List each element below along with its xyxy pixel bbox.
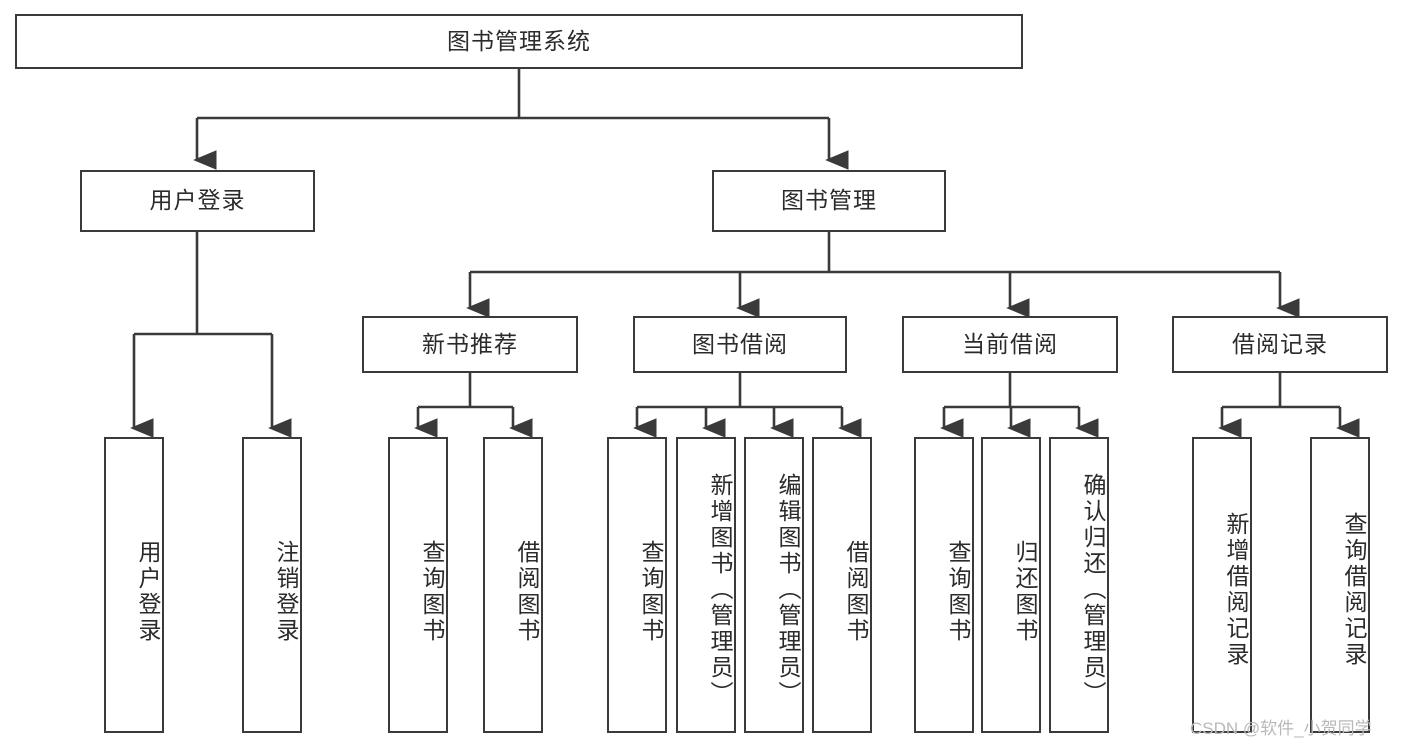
leaf-edit-book-label: 编辑图书（管理员） <box>775 473 801 707</box>
leaf-user-login-label: 用户登录 <box>135 540 161 644</box>
node-root-label: 图书管理系统 <box>447 27 591 54</box>
leaf-borrow-book-2-label: 借阅图书 <box>843 540 869 644</box>
leaf-logout-login-label: 注销登录 <box>273 540 299 644</box>
leaf-query-record-label: 查询借阅记录 <box>1341 512 1367 668</box>
node-book-manage-label: 图书管理 <box>781 187 877 214</box>
node-root[interactable]: 图书管理系统 <box>15 14 1023 69</box>
node-borrow-record-label: 借阅记录 <box>1232 330 1328 357</box>
leaf-query-record[interactable]: 查询借阅记录 <box>1310 437 1370 733</box>
leaf-query-book-1[interactable]: 查询图书 <box>388 437 448 733</box>
leaf-user-login[interactable]: 用户登录 <box>104 437 164 733</box>
leaf-add-book-label: 新增图书（管理员） <box>707 473 733 707</box>
node-book-borrow-label: 图书借阅 <box>692 330 788 357</box>
node-user-login-label: 用户登录 <box>149 187 246 214</box>
leaf-confirm-return-label: 确认归还（管理员） <box>1080 473 1106 707</box>
node-book-borrow[interactable]: 图书借阅 <box>633 316 847 373</box>
leaf-add-book[interactable]: 新增图书（管理员） <box>676 437 736 733</box>
watermark-text: CSDN @软件_小贺同学 <box>1190 719 1372 738</box>
node-new-book-recommend-label: 新书推荐 <box>422 330 518 357</box>
leaf-query-book-2[interactable]: 查询图书 <box>607 437 667 733</box>
leaf-borrow-book-1-label: 借阅图书 <box>514 540 540 644</box>
node-current-borrow[interactable]: 当前借阅 <box>902 316 1118 373</box>
leaf-borrow-book-2[interactable]: 借阅图书 <box>812 437 872 733</box>
leaf-confirm-return[interactable]: 确认归还（管理员） <box>1049 437 1109 733</box>
node-user-login[interactable]: 用户登录 <box>80 170 315 232</box>
leaf-add-record[interactable]: 新增借阅记录 <box>1192 437 1252 733</box>
leaf-return-book[interactable]: 归还图书 <box>981 437 1041 733</box>
leaf-logout-login[interactable]: 注销登录 <box>242 437 302 733</box>
node-borrow-record[interactable]: 借阅记录 <box>1172 316 1388 373</box>
leaf-query-book-1-label: 查询图书 <box>419 540 445 644</box>
leaf-return-book-label: 归还图书 <box>1012 540 1038 644</box>
node-new-book-recommend[interactable]: 新书推荐 <box>362 316 578 373</box>
leaf-query-book-2-label: 查询图书 <box>638 540 664 644</box>
leaf-query-book-3[interactable]: 查询图书 <box>914 437 974 733</box>
leaf-borrow-book-1[interactable]: 借阅图书 <box>483 437 543 733</box>
leaf-query-book-3-label: 查询图书 <box>945 540 971 644</box>
node-book-manage[interactable]: 图书管理 <box>712 170 946 232</box>
node-current-borrow-label: 当前借阅 <box>962 330 1058 357</box>
leaf-add-record-label: 新增借阅记录 <box>1223 512 1249 668</box>
leaf-edit-book[interactable]: 编辑图书（管理员） <box>744 437 804 733</box>
